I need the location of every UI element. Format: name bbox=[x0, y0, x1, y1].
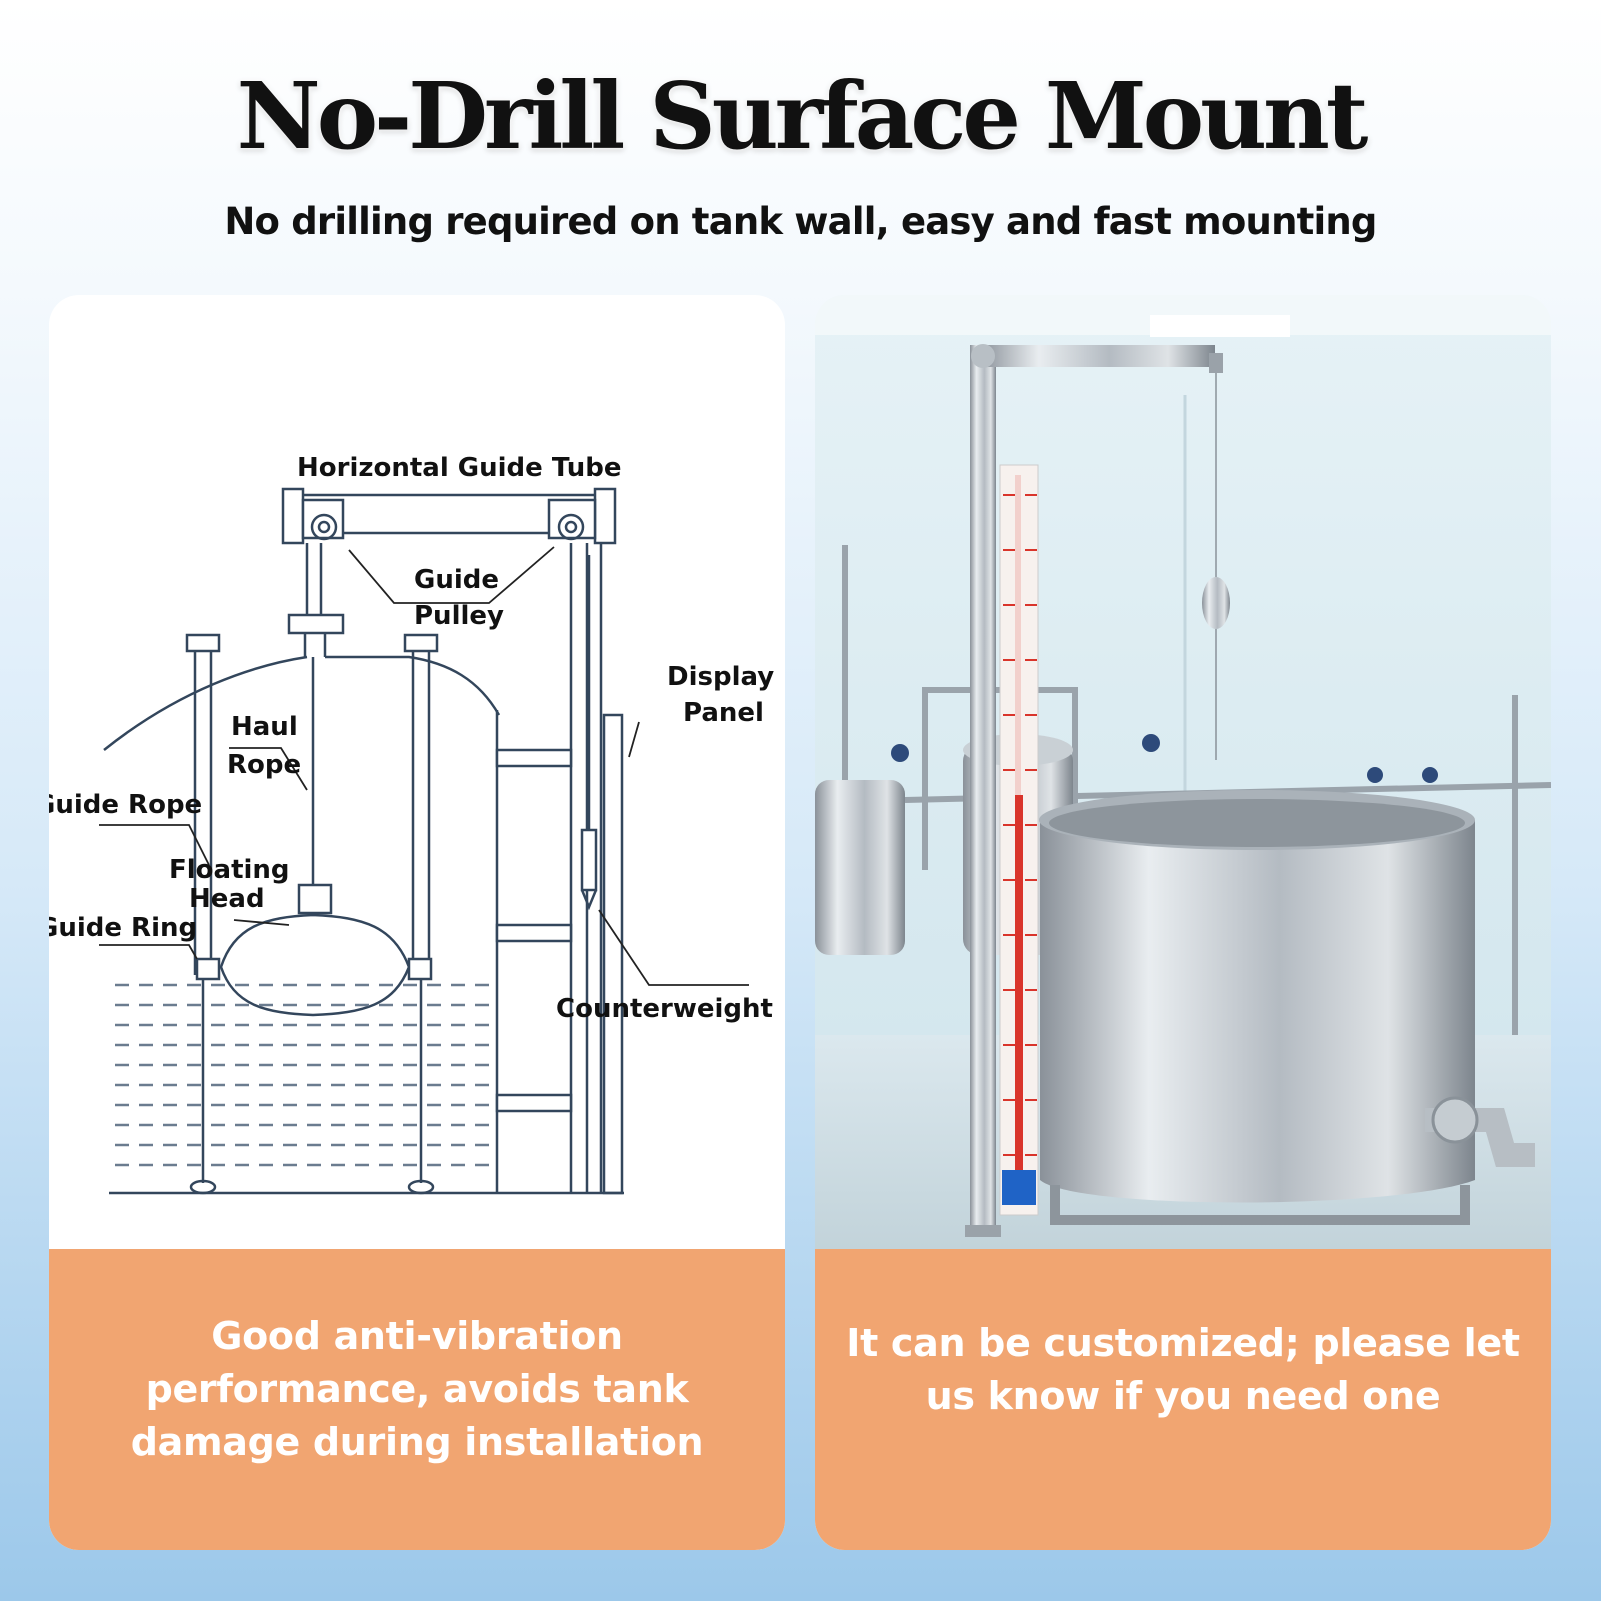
label-floating-head-2: Head bbox=[189, 884, 265, 914]
level-gauge-schematic: Horizontal Guide Tube Guide Pulley Displ… bbox=[49, 453, 774, 1195]
counterweight bbox=[580, 828, 598, 892]
label-horizontal-guide-tube: Horizontal Guide Tube bbox=[297, 453, 622, 483]
display-panel bbox=[602, 713, 624, 1195]
label-guide-pulley-1: Guide bbox=[414, 565, 499, 595]
label-haul-rope-2: Rope bbox=[227, 750, 301, 780]
tank-dome bbox=[103, 655, 501, 751]
floating-head bbox=[219, 913, 411, 1017]
guide-pulley-left bbox=[310, 513, 338, 541]
label-guide-pulley-2: Pulley bbox=[414, 601, 504, 631]
photo-card: It can be customized; please let us know… bbox=[815, 295, 1551, 1550]
left-caption: Good anti-vibration performance, avoids … bbox=[49, 1249, 785, 1550]
page-subtitle: No drilling required on tank wall, easy … bbox=[224, 200, 1377, 243]
installed-level-gauge-photo bbox=[815, 295, 1551, 1249]
float-ball bbox=[1202, 577, 1230, 629]
gauge-nameplate bbox=[1002, 1170, 1036, 1205]
label-floating-head-1: Floating bbox=[169, 855, 290, 885]
label-haul-rope-1: Haul bbox=[231, 712, 298, 742]
guide-ring-right bbox=[407, 957, 433, 981]
label-guide-rope: Guide Rope bbox=[49, 790, 202, 820]
label-display-panel-2: Panel bbox=[683, 698, 764, 728]
guide-ring-left bbox=[195, 957, 221, 981]
label-guide-ring: Guide Ring bbox=[49, 913, 197, 943]
label-display-panel-1: Display bbox=[667, 662, 774, 692]
page-title: No-Drill Surface Mount bbox=[236, 62, 1369, 170]
label-counterweight: Counterweight bbox=[556, 994, 773, 1024]
right-caption: It can be customized; please let us know… bbox=[815, 1249, 1551, 1550]
guide-pulley-right bbox=[557, 513, 585, 541]
diagram-card: Horizontal Guide Tube Guide Pulley Displ… bbox=[49, 295, 785, 1550]
